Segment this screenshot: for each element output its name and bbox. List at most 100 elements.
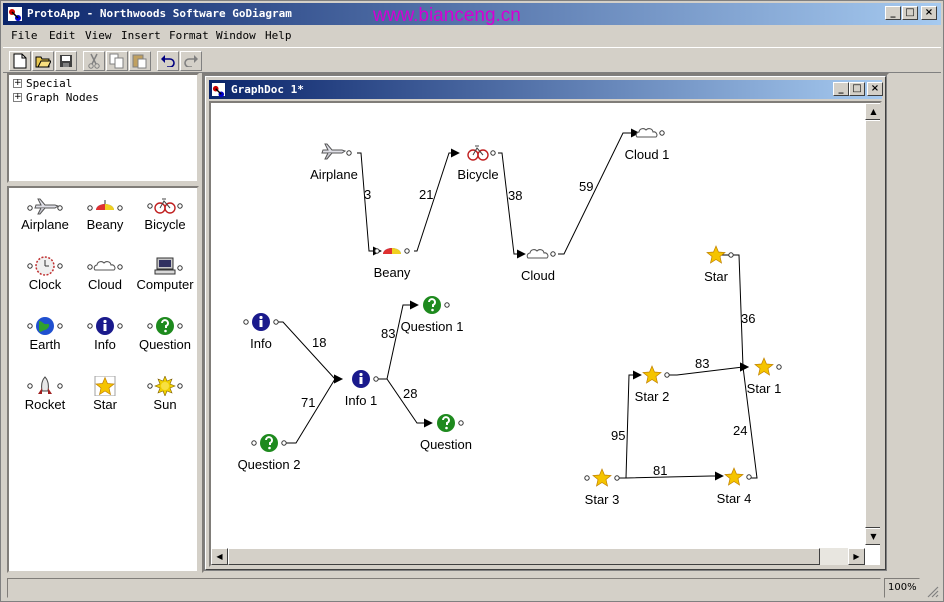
menu-window[interactable]: Window: [216, 29, 256, 42]
scroll-down-icon[interactable]: ▼: [865, 528, 880, 545]
cloud-icon: [526, 249, 556, 259]
node-star1[interactable]: Star 1: [719, 357, 809, 396]
node-cloud[interactable]: Cloud: [493, 244, 583, 283]
link-label[interactable]: 21: [419, 187, 434, 202]
earth-icon: [27, 317, 63, 335]
node-info[interactable]: Info: [216, 312, 306, 351]
palette-item-sun[interactable]: Sun: [135, 376, 195, 412]
palette-item-airplane[interactable]: Airplane: [15, 196, 75, 232]
palette-item-cloud[interactable]: Cloud: [75, 256, 135, 292]
node-info1[interactable]: Info 1: [316, 369, 406, 408]
doc-close-button[interactable]: ×: [867, 82, 883, 96]
document-title: GraphDoc 1*: [231, 83, 304, 96]
beany-icon: [374, 248, 410, 254]
undo-icon[interactable]: [157, 51, 179, 71]
doc-maximize-button[interactable]: □: [849, 82, 865, 96]
menu-view[interactable]: View: [85, 29, 112, 42]
link-label[interactable]: 71: [301, 395, 316, 410]
paste-icon[interactable]: [129, 51, 151, 71]
palette-item-clock[interactable]: Clock: [15, 256, 75, 292]
horizontal-scrollbar[interactable]: ◀ ▶: [211, 548, 865, 565]
scroll-up-icon[interactable]: ▲: [865, 103, 880, 120]
link-label[interactable]: 3: [364, 187, 372, 202]
star-icon: [584, 468, 620, 487]
computer-icon: [154, 257, 183, 275]
info-icon: [352, 370, 379, 388]
maximize-button[interactable]: □: [902, 6, 918, 20]
tree-item-special[interactable]: + Special: [13, 77, 72, 90]
palette-item-beany[interactable]: Beany: [75, 196, 135, 232]
link-label[interactable]: 95: [611, 428, 626, 443]
airplane-icon: [27, 198, 63, 215]
redo-icon[interactable]: [180, 51, 202, 71]
resize-grip-icon[interactable]: [925, 584, 939, 598]
palette-item-earth[interactable]: Earth: [15, 316, 75, 352]
menu-edit[interactable]: Edit: [49, 29, 76, 42]
palette-item-bicycle[interactable]: Bicycle: [135, 196, 195, 232]
palette-item-computer[interactable]: Computer: [135, 256, 195, 292]
menu-bar: File Edit View Insert Format Window Help: [3, 26, 941, 45]
clock-icon: [27, 256, 63, 276]
link-info1-question: [376, 378, 433, 428]
expand-icon[interactable]: +: [13, 92, 22, 102]
palette-item-question[interactable]: Question: [135, 316, 195, 352]
new-icon[interactable]: [9, 51, 31, 71]
scroll-left-icon[interactable]: ◀: [211, 548, 228, 565]
node-airplane[interactable]: Airplane: [289, 143, 379, 182]
node-cloud1[interactable]: Cloud 1: [602, 123, 692, 162]
palette-item-info[interactable]: Info: [75, 316, 135, 352]
link-cloud-cloud1: [558, 128, 640, 255]
node-beany[interactable]: Beany: [347, 241, 437, 280]
tree-item-graph-nodes[interactable]: + Graph Nodes: [13, 91, 99, 104]
document-title-bar[interactable]: GraphDoc 1* _ □ ×: [209, 80, 883, 99]
horizontal-scroll-thumb[interactable]: [228, 548, 820, 565]
cut-icon[interactable]: [83, 51, 105, 71]
link-star4-star1: [739, 362, 758, 479]
status-message: [7, 578, 881, 598]
node-bicycle[interactable]: Bicycle: [433, 143, 523, 182]
title-bar[interactable]: ProtoApp - Northwoods Software GoDiagram…: [3, 3, 941, 25]
copy-icon[interactable]: [106, 51, 128, 71]
menu-file[interactable]: File: [11, 29, 38, 42]
palette-item-star[interactable]: Star: [75, 376, 135, 412]
node-star3[interactable]: Star 3: [557, 468, 647, 507]
app-icon[interactable]: [7, 6, 23, 22]
menu-format[interactable]: Format: [169, 29, 209, 42]
vertical-scrollbar[interactable]: ▲ ▼: [865, 103, 880, 545]
toolbar: [3, 47, 941, 73]
node-question1[interactable]: Question 1: [387, 295, 477, 334]
cloud-icon: [635, 128, 665, 138]
link-label[interactable]: 81: [653, 463, 668, 478]
palette-item-rocket[interactable]: Rocket: [15, 376, 75, 412]
scroll-right-icon[interactable]: ▶: [848, 548, 865, 565]
link-label[interactable]: 24: [733, 423, 748, 438]
doc-minimize-button[interactable]: _: [833, 82, 849, 96]
node-star4[interactable]: Star 4: [689, 467, 779, 506]
link-label[interactable]: 59: [579, 179, 594, 194]
diagram-canvas[interactable]: 3 21 38 59 18 71 83 28 36 83 24 95 81 Ai…: [209, 101, 882, 567]
menu-help[interactable]: Help: [265, 29, 292, 42]
bicycle-icon: [467, 145, 496, 161]
vertical-scroll-thumb[interactable]: [865, 120, 880, 528]
node-question[interactable]: Question: [401, 413, 491, 452]
status-bar: 100%: [3, 576, 941, 600]
node-star2[interactable]: Star 2: [607, 365, 697, 404]
star-icon: [754, 357, 782, 376]
minimize-button[interactable]: _: [885, 6, 901, 20]
link-label[interactable]: 18: [312, 335, 327, 350]
link-label[interactable]: 83: [695, 356, 710, 371]
node-star[interactable]: Star: [671, 245, 761, 284]
close-button[interactable]: ×: [921, 6, 937, 20]
menu-insert[interactable]: Insert: [121, 29, 161, 42]
airplane-icon: [321, 143, 352, 160]
link-label[interactable]: 38: [508, 188, 523, 203]
link-label[interactable]: 28: [403, 386, 418, 401]
star-icon: [706, 245, 734, 264]
node-question2[interactable]: Question 2: [224, 433, 314, 472]
link-label[interactable]: 83: [381, 326, 396, 341]
link-label[interactable]: 36: [741, 311, 756, 326]
save-icon[interactable]: [55, 51, 77, 71]
expand-icon[interactable]: +: [13, 78, 22, 88]
open-icon[interactable]: [32, 51, 54, 71]
